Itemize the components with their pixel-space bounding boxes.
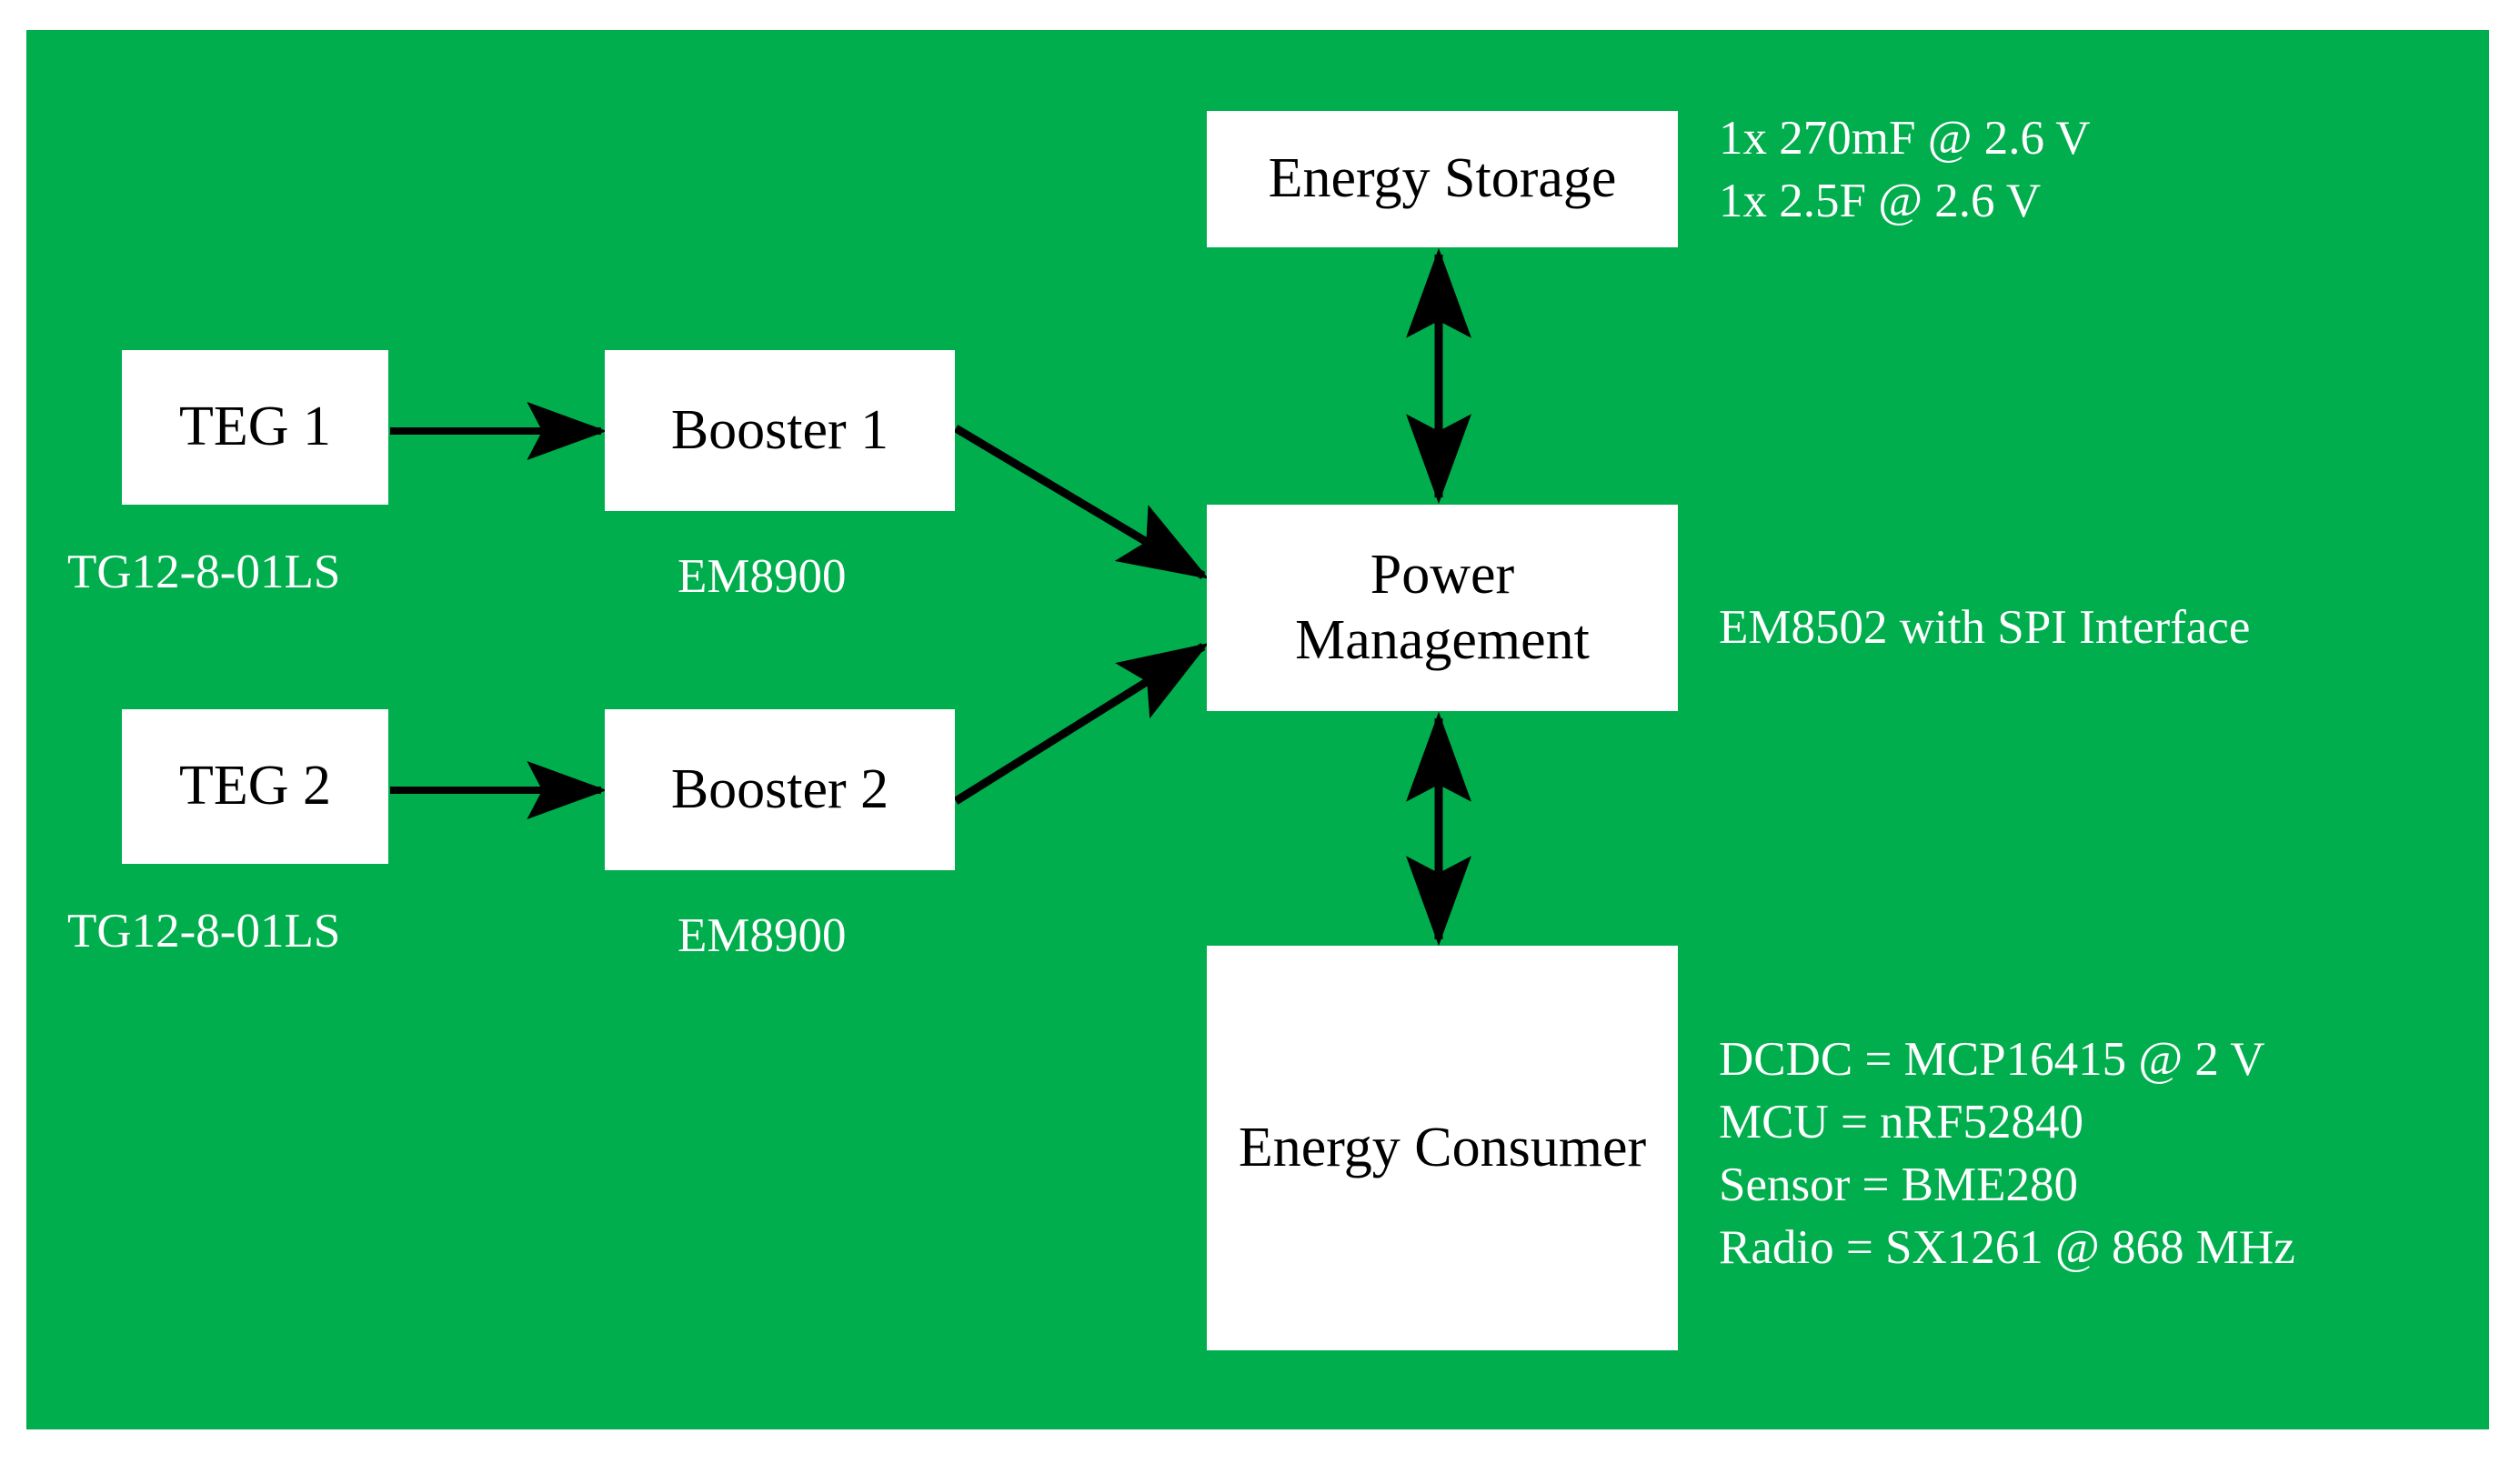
node-power-management[interactable]: Power Management [1207,505,1678,711]
node-energy-consumer-label: Energy Consumer [1238,1116,1647,1178]
sublabel-teg2: TG12-8-01LS [67,905,341,958]
sublabel-booster1: EM8900 [678,550,847,603]
node-energy-storage-label: Energy Storage [1268,147,1617,210]
node-energy-consumer[interactable]: Energy Consumer [1207,946,1678,1350]
node-booster1-label: Booster 1 [670,398,889,461]
annotation-power-management: EM8502 with SPI Interface [1719,601,2251,654]
node-booster2[interactable]: Booster 2 [605,709,955,870]
node-booster2-label: Booster 2 [670,757,889,820]
node-energy-storage[interactable]: Energy Storage [1207,111,1678,247]
edge-booster1-to-power [953,425,1210,579]
node-teg2-label: TEG 2 [178,755,332,817]
node-teg1-label: TEG 1 [178,396,332,458]
annotation-energy-consumer: DCDC = MCP16415 @ 2 V MCU = nRF52840 Sen… [1719,1033,2295,1274]
sublabel-teg1: TG12-8-01LS [67,546,341,598]
sublabel-booster2: EM8900 [678,909,847,962]
diagram-canvas: TEG 1 TEG 2 Booster 1 Booster 2 Power Ma… [26,30,2489,1429]
edge-booster2-to-power [953,643,1210,805]
node-teg2[interactable]: TEG 2 [122,709,388,864]
node-booster1[interactable]: Booster 1 [605,350,955,511]
node-teg1[interactable]: TEG 1 [122,350,388,505]
node-power-management-label: Power Management [1295,543,1590,671]
annotation-energy-storage: 1x 270mF @ 2.6 V 1x 2.5F @ 2.6 V [1719,112,2091,227]
